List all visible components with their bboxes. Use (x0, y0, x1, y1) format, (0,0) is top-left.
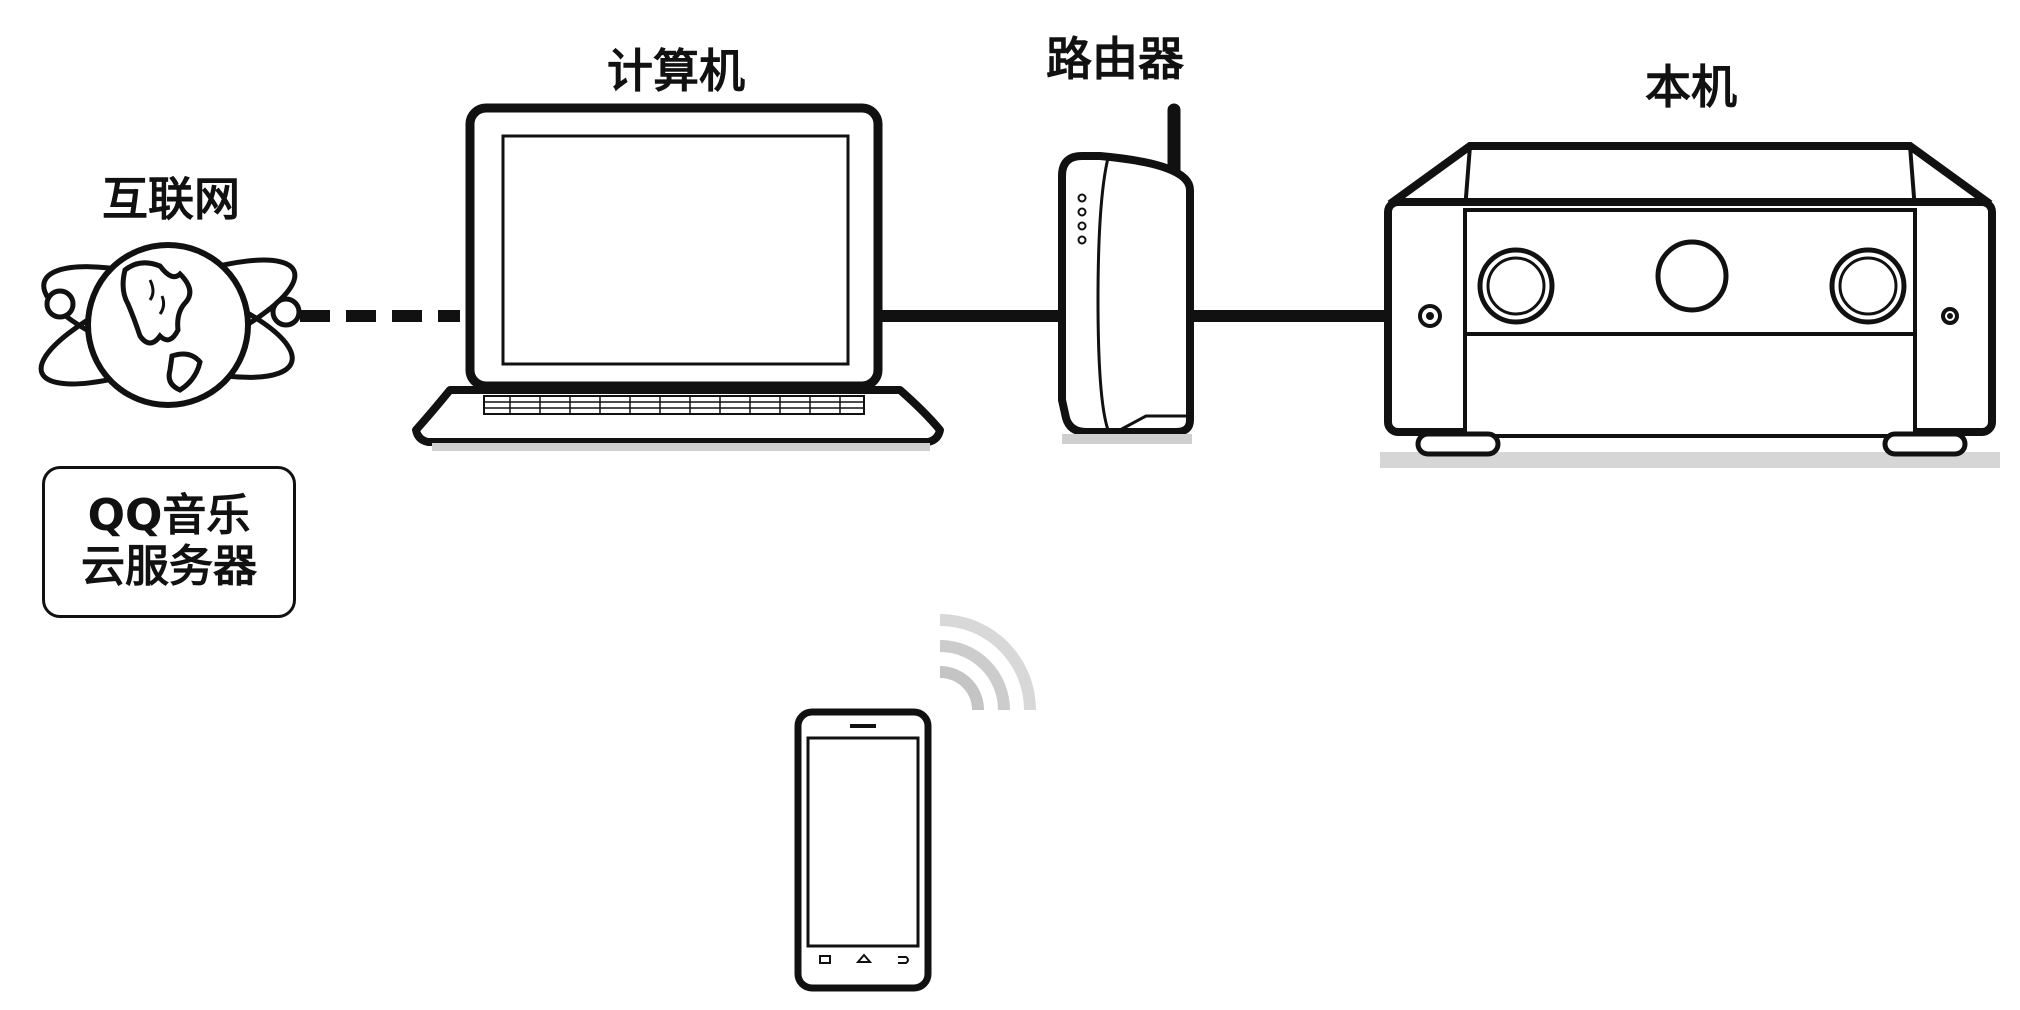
av-receiver-icon (1380, 142, 2000, 468)
wireless-signal-icon (939, 614, 1036, 711)
server-label-line1: QQ音乐 (87, 490, 251, 542)
smartphone-icon (794, 708, 932, 992)
unit-label: 本机 (1645, 60, 1737, 114)
server-label-line2: 云服务器 (81, 541, 257, 592)
laptop-icon (412, 103, 944, 451)
globe-icon (38, 242, 302, 408)
computer-label: 计算机 (607, 44, 745, 98)
router-icon (1058, 103, 1194, 444)
internet-label: 互联网 (102, 172, 240, 226)
router-label: 路由器 (1046, 32, 1184, 86)
cloud-server-box: QQ音乐 云服务器 (42, 466, 296, 618)
